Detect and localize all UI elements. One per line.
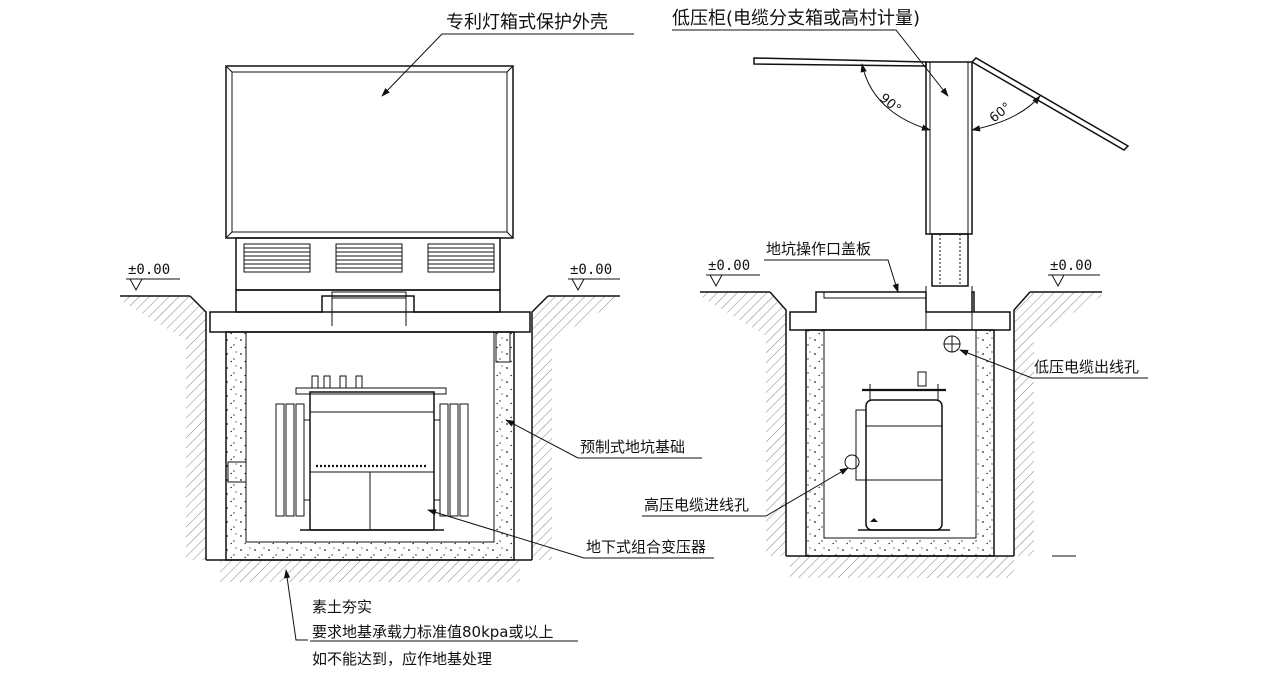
hv-hole-label: 高压电缆进线孔	[644, 496, 749, 514]
label-enclosure: 专利灯箱式保护外壳	[381, 12, 634, 97]
soil-note-line-1: 素土夯实	[312, 598, 372, 616]
pit-foundation	[225, 331, 515, 561]
level-mark-left-1: ±0.00	[126, 262, 180, 292]
radiator-fins-left	[275, 403, 310, 517]
label-foundation: 预制式地坑基础	[505, 419, 702, 459]
lv-hole-label: 低压电缆出线孔	[1034, 358, 1139, 376]
level-text: ±0.00	[1050, 258, 1092, 274]
label-cabinet: 低压柜(电缆分支箱或高村计量)	[672, 8, 949, 97]
lv-cabinet: 90° 60°	[753, 57, 1130, 330]
label-transformer: 地下式组合变压器	[427, 509, 714, 559]
level-text: ±0.00	[128, 262, 170, 278]
level-mark-right-1: ±0.00	[706, 258, 760, 288]
underground-transformer	[275, 375, 469, 531]
angle-90-label: 90°	[876, 91, 903, 117]
right-elevation: ±0.00 ±0.00 90° 60°	[642, 8, 1148, 578]
right-ground	[700, 291, 1102, 578]
enclosure-housing	[225, 65, 514, 313]
label-hv-hole: 高压电缆进线孔	[642, 467, 849, 517]
left-elevation: ±0.00 ±0.00	[120, 12, 714, 668]
soil-note-line-2: 要求地基承载力标准值80kpa或以上	[312, 623, 554, 641]
transformer-side	[844, 371, 950, 531]
transformer-label: 地下式组合变压器	[586, 538, 706, 556]
cabinet-label: 低压柜(电缆分支箱或高村计量)	[672, 8, 920, 29]
enclosure-label: 专利灯箱式保护外壳	[446, 12, 608, 33]
level-text: ±0.00	[708, 258, 750, 274]
radiator-fins-right	[434, 403, 469, 517]
cover-label: 地坑操作口盖板	[766, 240, 871, 258]
soil-note: 素土夯实 要求地基承载力标准值80kpa或以上 如不能达到，应作地基处理	[284, 569, 578, 668]
right-slab	[789, 291, 1011, 331]
bushings	[311, 375, 363, 389]
level-mark-right-2: ±0.00	[1048, 258, 1100, 288]
left-ground	[120, 295, 620, 582]
right-pit	[805, 329, 995, 557]
soil-note-line-3: 如不能达到，应作地基处理	[312, 650, 492, 668]
level-mark-left-2: ±0.00	[568, 262, 620, 292]
hv-cable-hole	[844, 454, 860, 470]
level-text: ±0.00	[570, 262, 612, 278]
label-lv-hole: 低压电缆出线孔	[959, 349, 1148, 379]
angle-60-label: 60°	[987, 100, 1014, 126]
foundation-label: 预制式地坑基础	[580, 438, 685, 456]
vent-louvers	[243, 243, 495, 273]
label-cover: 地坑操作口盖板	[764, 240, 899, 293]
